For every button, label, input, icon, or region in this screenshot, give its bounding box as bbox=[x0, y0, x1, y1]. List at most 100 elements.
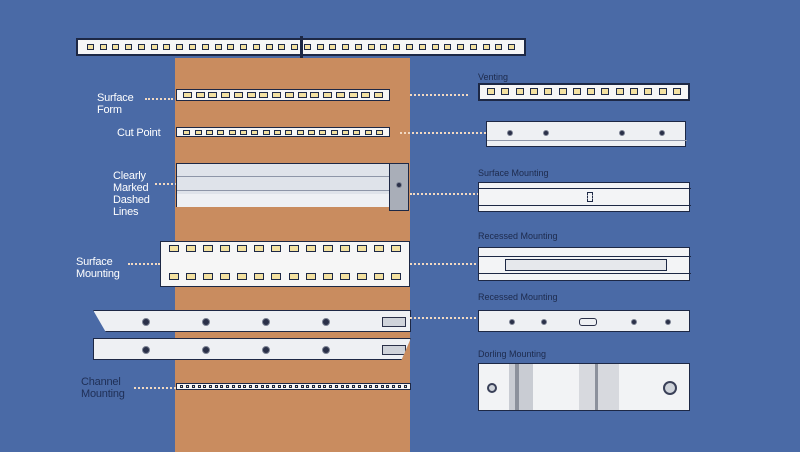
led-chip bbox=[125, 44, 133, 50]
led-chip bbox=[329, 44, 337, 50]
led-chip bbox=[530, 88, 538, 95]
led-chip bbox=[294, 385, 298, 388]
led-chip bbox=[334, 385, 338, 388]
label-clearly-marked: Clearly Marked Dashed Lines bbox=[113, 170, 150, 218]
led-chip bbox=[501, 88, 510, 95]
led-chip bbox=[348, 92, 358, 98]
rail-screw bbox=[202, 346, 210, 354]
led-chip bbox=[259, 92, 269, 98]
recess-inset bbox=[505, 259, 667, 271]
rail-screw bbox=[262, 346, 270, 354]
leader-clearly-marked bbox=[155, 183, 177, 185]
board-strip-surface-form bbox=[176, 89, 390, 101]
led-chip bbox=[380, 44, 388, 50]
led-chip bbox=[291, 44, 299, 50]
led-chip bbox=[271, 273, 282, 280]
led-chip bbox=[431, 44, 439, 50]
led-chip bbox=[352, 385, 356, 388]
right-profile-flat bbox=[486, 121, 687, 147]
led-chip bbox=[214, 44, 222, 50]
led-chip bbox=[265, 44, 273, 50]
leader-recessed-1 bbox=[410, 263, 480, 265]
led-chip bbox=[482, 44, 490, 50]
led-chip bbox=[197, 385, 201, 388]
led-chip bbox=[346, 385, 350, 388]
led-chip bbox=[203, 385, 207, 388]
led-chip bbox=[322, 273, 333, 280]
led-chip bbox=[615, 88, 624, 95]
led-chip bbox=[297, 92, 307, 98]
led-chip bbox=[558, 88, 567, 95]
led-chip bbox=[397, 385, 401, 388]
led-chip bbox=[658, 88, 667, 95]
led-chip bbox=[444, 44, 452, 50]
led-chip bbox=[469, 44, 477, 50]
led-chip bbox=[246, 92, 256, 98]
bar-line bbox=[479, 205, 691, 206]
led-chip bbox=[220, 273, 230, 280]
led-chip bbox=[644, 88, 653, 95]
led-chip bbox=[375, 385, 378, 388]
leader-channel-mounting bbox=[134, 387, 176, 389]
led-chip bbox=[226, 385, 230, 388]
led-chip bbox=[266, 385, 270, 388]
led-chip bbox=[233, 92, 243, 98]
recess-line bbox=[479, 273, 691, 274]
led-chip bbox=[220, 245, 230, 252]
led-chip bbox=[587, 88, 596, 95]
led-chip bbox=[277, 385, 281, 388]
led-chip bbox=[391, 245, 402, 252]
leader-surface-mounting bbox=[128, 263, 160, 265]
led-chip bbox=[630, 88, 638, 95]
led-chip bbox=[386, 385, 390, 388]
led-chip bbox=[508, 44, 516, 50]
led-chip bbox=[361, 92, 371, 98]
led-chip bbox=[195, 92, 205, 98]
led-chip bbox=[86, 44, 94, 50]
led-chip bbox=[202, 273, 213, 280]
led-chip bbox=[357, 385, 361, 388]
recess-screw bbox=[541, 319, 547, 325]
recess-screw bbox=[665, 319, 671, 325]
right-recessed-bar-1 bbox=[478, 247, 691, 281]
led-chip bbox=[340, 245, 350, 252]
rail-end-clip bbox=[382, 345, 406, 355]
leader-cut-point bbox=[400, 132, 486, 134]
led-chip bbox=[306, 385, 310, 388]
led-chip bbox=[319, 130, 327, 135]
led-chip bbox=[150, 44, 158, 50]
led-chip bbox=[312, 385, 316, 388]
led-chip bbox=[186, 385, 190, 388]
label-recessed-mounting-2: Recessed Mounting bbox=[478, 292, 558, 302]
led-chip bbox=[201, 44, 209, 50]
led-chip bbox=[305, 245, 316, 252]
led-chip bbox=[189, 44, 196, 50]
dorling-screw bbox=[663, 381, 677, 395]
led-chip bbox=[316, 44, 324, 50]
led-chip bbox=[296, 130, 304, 135]
led-chip bbox=[340, 273, 350, 280]
led-chip bbox=[194, 130, 202, 135]
label-channel-mounting: Channel Mounting bbox=[81, 376, 125, 400]
rail-screw bbox=[322, 318, 330, 326]
right-recessed-bar-2 bbox=[478, 310, 690, 332]
led-chip bbox=[227, 44, 235, 50]
led-chip bbox=[180, 385, 184, 388]
board-strip-cut-point bbox=[176, 127, 390, 137]
recess-line bbox=[479, 256, 691, 257]
led-chip bbox=[271, 385, 275, 388]
mounting-rail-bottom bbox=[93, 338, 411, 360]
label-surface-form: Surface Form bbox=[97, 92, 134, 116]
led-chip bbox=[392, 385, 396, 388]
led-chip bbox=[205, 130, 213, 135]
led-chip bbox=[168, 273, 179, 280]
rail-screw bbox=[202, 318, 210, 326]
led-chip bbox=[380, 385, 384, 388]
led-chip bbox=[342, 44, 350, 50]
label-cut-point: Cut Point bbox=[117, 127, 161, 139]
profile-screw bbox=[543, 130, 549, 136]
dorling-band bbox=[595, 364, 598, 410]
aluminum-channel bbox=[176, 163, 391, 207]
strip-divider bbox=[300, 36, 303, 58]
label-dorling-mounting: Dorling Mounting bbox=[478, 349, 547, 359]
